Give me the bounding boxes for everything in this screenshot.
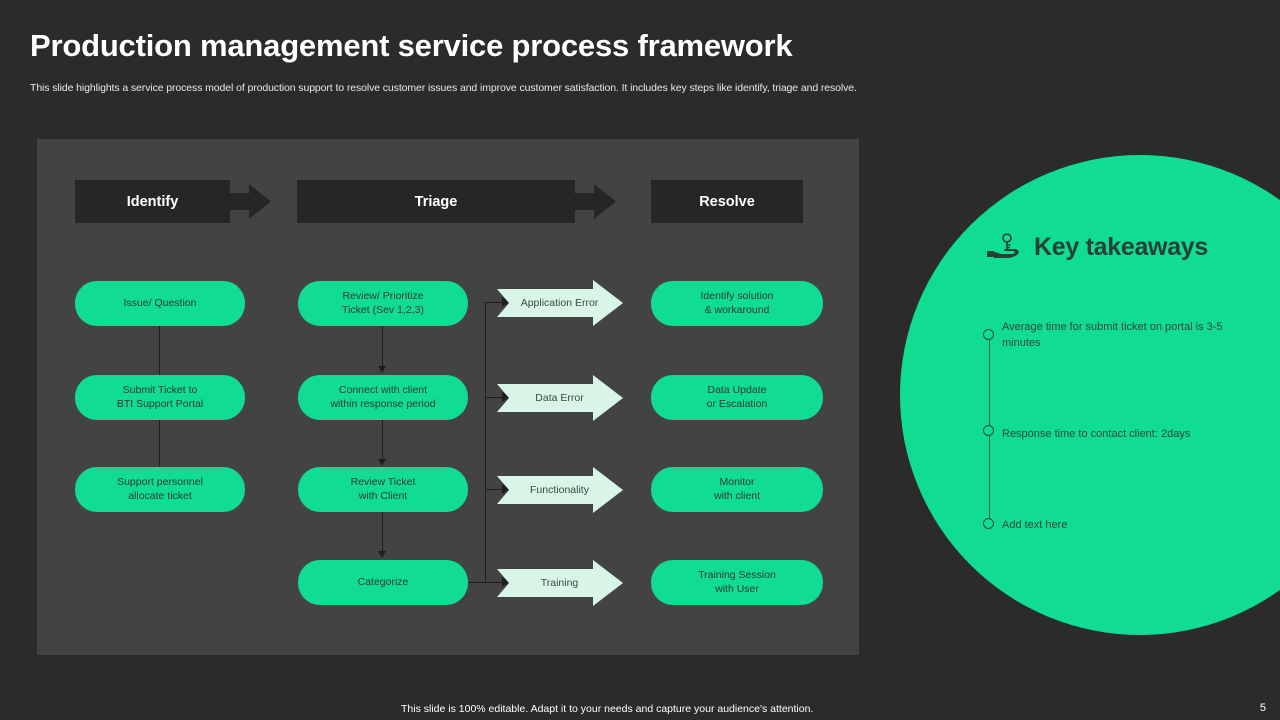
- connector-line: [468, 582, 486, 584]
- banner-arrow-shape: [497, 467, 623, 513]
- page-subtitle: This slide highlights a service process …: [30, 82, 857, 94]
- key-takeaways-header: Key takeaways: [985, 232, 1208, 262]
- step-line-2: with User: [715, 582, 759, 595]
- category-label: Data Error: [535, 392, 584, 404]
- arrow-down-icon: [378, 551, 386, 558]
- arrow-right-icon: [502, 577, 510, 587]
- step-line-2: or Escalation: [706, 397, 768, 410]
- connector-line: [159, 326, 161, 375]
- takeaway-bullet-icon: [983, 425, 994, 436]
- column-header-identify[interactable]: Identify: [75, 180, 230, 223]
- category-arrow-functionality[interactable]: Functionality: [497, 466, 624, 514]
- takeaway-bullet-icon: [983, 329, 994, 340]
- category-label: Application Error: [520, 297, 599, 309]
- step-line-1: Review Ticket: [350, 476, 416, 489]
- column-header-triage[interactable]: Triage: [297, 180, 575, 223]
- arrow-right-icon: [502, 297, 510, 307]
- banner-arrow-shape: [497, 280, 623, 326]
- step-line-2: & workaround: [704, 303, 770, 316]
- connector-line: [485, 302, 503, 304]
- key-takeaways-title: Key takeaways: [1034, 232, 1209, 261]
- category-arrow-application-error[interactable]: Application Error: [497, 279, 624, 327]
- step-line-1: Monitor: [719, 476, 755, 489]
- arrow-down-icon: [378, 459, 386, 466]
- step-line-1: Connect with client: [338, 384, 428, 397]
- step-line-2: with client: [713, 489, 761, 502]
- process-step-review-prioritize[interactable]: Review/ Prioritize Ticket (Sev 1,2,3): [298, 281, 468, 326]
- footer-note: This slide is 100% editable. Adapt it to…: [401, 703, 814, 715]
- hand-holding-key-icon: [987, 233, 1019, 258]
- connector-line: [485, 582, 503, 584]
- process-step-allocate-ticket[interactable]: Support personnel allocate ticket: [75, 467, 245, 512]
- connector-line: [382, 420, 384, 461]
- process-step-issue-question[interactable]: Issue/ Question: [75, 281, 245, 326]
- category-label: Training: [540, 577, 579, 589]
- takeaway-text: Response time to contact client: 2days: [1002, 428, 1191, 440]
- process-step-training-session[interactable]: Training Session with User: [651, 560, 823, 605]
- column-header-resolve[interactable]: Resolve: [651, 180, 803, 223]
- step-line-1: Submit Ticket to: [122, 384, 198, 397]
- takeaway-text: Add text here: [1002, 519, 1068, 531]
- arrow-right-icon: [502, 392, 510, 402]
- header-arrow-icon-2: [574, 180, 617, 223]
- connector-line: [382, 512, 384, 553]
- step-line-1: Data Update: [707, 384, 767, 397]
- step-line-1: Issue/ Question: [123, 296, 197, 309]
- category-arrow-training[interactable]: Training: [497, 559, 624, 607]
- connector-line: [485, 489, 503, 491]
- step-line-2: with Client: [358, 489, 408, 502]
- step-line-1: Training Session: [698, 569, 776, 582]
- page-number: 5: [1259, 702, 1266, 714]
- step-line-2: within response period: [330, 397, 436, 410]
- banner-arrow-shape: [497, 375, 623, 421]
- process-step-connect-client[interactable]: Connect with client within response peri…: [298, 375, 468, 420]
- takeaway-text: Average time for submit ticket on portal…: [1002, 321, 1223, 349]
- connector-line: [382, 326, 384, 368]
- arrow-right-icon: [502, 484, 510, 494]
- step-line-2: Ticket (Sev 1,2,3): [342, 303, 424, 316]
- category-arrow-data-error[interactable]: Data Error: [497, 374, 624, 422]
- page-title: Production management service process fr…: [30, 28, 793, 63]
- connector-trunk: [485, 302, 487, 583]
- arrow-down-icon: [378, 366, 386, 373]
- banner-arrow-shape: [497, 560, 623, 606]
- step-line-1: Categorize: [357, 575, 409, 588]
- key-takeaways-circle: [900, 155, 1280, 635]
- step-line-1: Support personnel: [117, 476, 203, 489]
- process-step-categorize[interactable]: Categorize: [298, 560, 468, 605]
- step-line-1: Identify solution: [700, 290, 774, 303]
- step-line-2: allocate ticket: [128, 489, 192, 502]
- header-arrow-icon-1: [229, 180, 272, 223]
- process-step-data-update[interactable]: Data Update or Escalation: [651, 375, 823, 420]
- process-step-monitor-client[interactable]: Monitor with client: [651, 467, 823, 512]
- connector-line: [485, 397, 503, 399]
- process-step-identify-solution[interactable]: Identify solution & workaround: [651, 281, 823, 326]
- takeaway-bullet-icon: [983, 518, 994, 529]
- process-step-submit-ticket[interactable]: Submit Ticket to BTI Support Portal: [75, 375, 245, 420]
- connector-line: [159, 420, 161, 467]
- step-line-1: Review/ Prioritize: [342, 290, 424, 303]
- category-label: Functionality: [530, 484, 589, 496]
- step-line-2: BTI Support Portal: [116, 397, 204, 410]
- process-step-review-ticket[interactable]: Review Ticket with Client: [298, 467, 468, 512]
